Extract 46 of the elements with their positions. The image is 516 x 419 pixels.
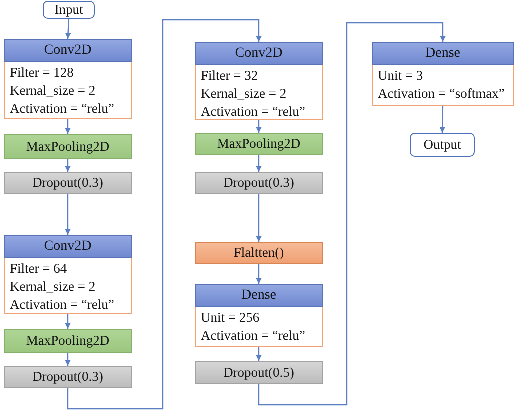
arrow: [65, 353, 71, 366]
terminal-box: Input: [43, 1, 95, 19]
layer-header: Dense: [372, 42, 514, 65]
layer-header: Conv2D: [195, 42, 323, 65]
layer-card: [195, 42, 323, 120]
arrow: [65, 159, 71, 172]
layer-box: Dropout(0.3): [4, 366, 132, 388]
parameter-text: Activation = “relu”: [9, 100, 116, 118]
arrow: [256, 194, 262, 242]
elbow-arrow: [258, 22, 446, 406]
layer-box: MaxPooling2D: [195, 133, 323, 155]
arrow: [256, 155, 262, 172]
arrow: [256, 264, 262, 284]
layer-box: MaxPooling2D: [4, 329, 132, 353]
layer-header: Conv2D: [4, 235, 132, 258]
parameter-text: Filter = 64: [9, 260, 68, 278]
layer-card: [4, 39, 132, 119]
layer-card: [372, 42, 514, 106]
parameter-text: Activation = “relu”: [200, 327, 306, 345]
parameter-text: Activation = “relu”: [200, 103, 306, 121]
arrow: [65, 314, 71, 329]
parameter-text: Activation = “softmax”: [377, 85, 506, 103]
layer-box: Dropout(0.3): [4, 172, 132, 194]
layer-header: Conv2D: [4, 39, 132, 62]
layer-box: Dropout(0.5): [195, 361, 323, 384]
layer-box: MaxPooling2D: [4, 134, 132, 159]
parameter-text: Kernal_size = 2: [200, 85, 288, 103]
arrow: [65, 18, 72, 40]
layer-card: [4, 235, 132, 314]
parameter-text: Unit = 256: [200, 309, 261, 327]
arrow: [65, 194, 71, 235]
arrow: [440, 106, 446, 134]
layer-box: Dropout(0.3): [195, 172, 323, 194]
arrow: [256, 120, 262, 133]
parameter-text: Kernal_size = 2: [9, 278, 97, 296]
parameter-text: Kernal_size = 2: [9, 82, 97, 100]
parameter-text: Activation = “relu”: [9, 296, 116, 314]
layer-header: Dense: [195, 284, 323, 307]
parameter-text: Unit = 3: [377, 67, 424, 85]
parameter-text: Filter = 128: [9, 64, 75, 82]
arrow: [65, 119, 71, 134]
layer-card: [195, 284, 323, 347]
parameter-text: Filter = 32: [200, 67, 260, 85]
arrow: [256, 347, 262, 361]
layer-box: Flaltten(): [195, 242, 323, 264]
terminal-box: Output: [410, 133, 475, 157]
